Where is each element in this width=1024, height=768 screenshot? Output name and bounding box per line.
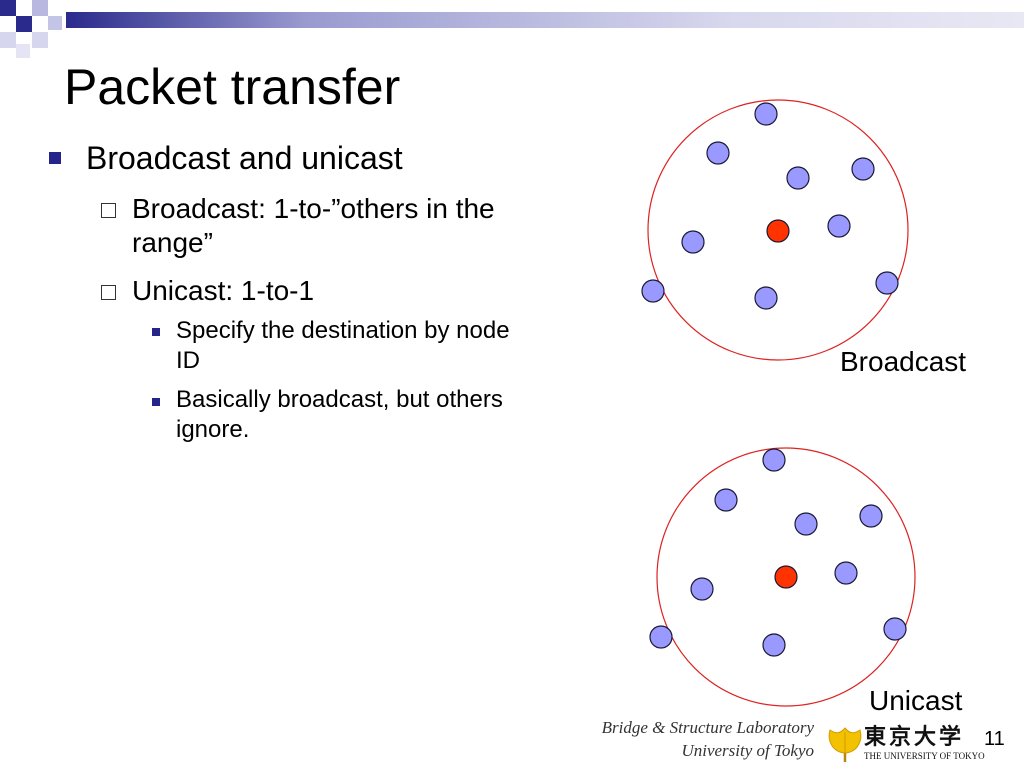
bullet-broadcast-and-unicast: Broadcast and unicast	[86, 140, 403, 176]
filled-square-icon	[49, 152, 61, 164]
sender-node	[774, 565, 798, 589]
page-number: 11	[984, 728, 1005, 750]
unicast-diagram	[649, 447, 916, 707]
broadcast-diagram	[641, 99, 909, 361]
logo-japanese-text: 東京大学	[864, 724, 965, 750]
broadcast-range-circle	[647, 99, 909, 361]
node	[641, 279, 665, 303]
node	[762, 633, 786, 657]
node	[851, 157, 875, 181]
node	[827, 214, 851, 238]
node	[786, 166, 810, 190]
lab-name: Bridge & Structure Laboratory	[601, 718, 814, 737]
logo-english-text: THE UNIVERSITY OF TOKYO	[864, 751, 985, 761]
node	[754, 102, 778, 126]
node	[754, 286, 778, 310]
bullet-broadcast: Broadcast: 1-to-”others in the range”	[132, 193, 495, 258]
node	[706, 141, 730, 165]
node	[875, 271, 899, 295]
ginkgo-leaf-icon	[828, 727, 862, 762]
node	[859, 504, 883, 528]
bullet-basically-broadcast: Basically broadcast, but others ignore.	[176, 386, 503, 443]
header-decoration	[0, 0, 1024, 58]
node	[883, 617, 907, 641]
slide-title: Packet transfer	[64, 59, 401, 115]
hollow-square-icon	[101, 203, 116, 218]
hollow-square-icon	[101, 285, 116, 300]
node	[690, 577, 714, 601]
university-logo: 東京大学 THE UNIVERSITY OF TOKYO	[826, 722, 985, 768]
small-filled-square-icon	[152, 328, 160, 336]
bullet-unicast: Unicast: 1-to-1	[132, 275, 315, 306]
node	[794, 512, 818, 536]
university-name: University of Tokyo	[681, 741, 814, 760]
lab-credit: Bridge & Structure Laboratory University…	[602, 716, 814, 762]
node	[649, 625, 673, 649]
node	[762, 448, 786, 472]
bullet-specify-destination: Specify the destination by node ID	[176, 317, 510, 374]
small-filled-square-icon	[152, 398, 160, 406]
bullet-list: Broadcast and unicast Broadcast: 1-to-”o…	[0, 0, 560, 500]
node	[834, 561, 858, 585]
unicast-label: Unicast	[869, 685, 963, 716]
unicast-range-circle	[656, 447, 916, 707]
broadcast-label: Broadcast	[840, 346, 967, 377]
node	[681, 230, 705, 254]
node	[714, 488, 738, 512]
sender-node	[766, 219, 790, 243]
